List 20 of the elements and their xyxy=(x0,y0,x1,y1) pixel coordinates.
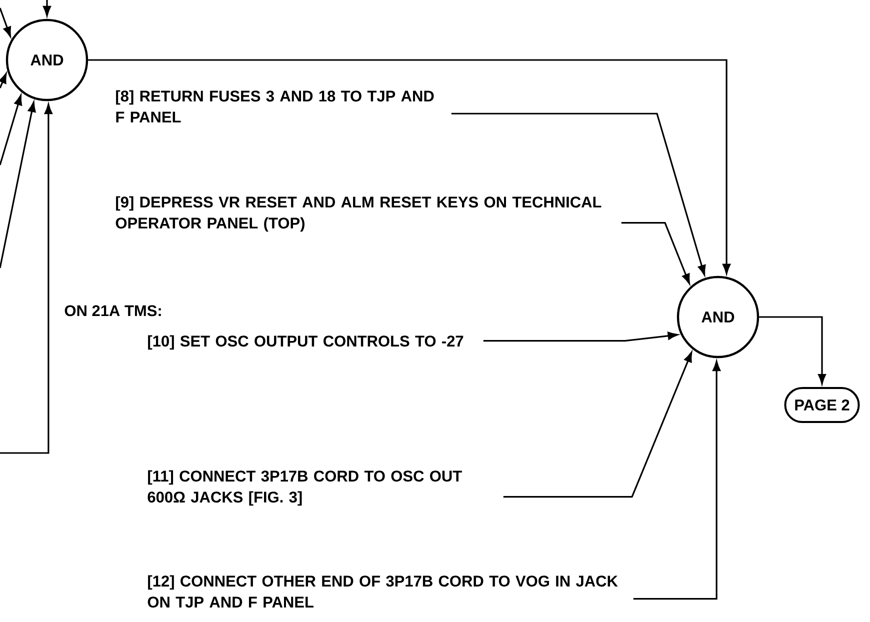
arrow xyxy=(0,95,22,166)
arrow xyxy=(43,0,51,16)
step-text: [9] DEPRESS VR RESET AND ALM RESET KEYS ON TECHNICAL OPERATOR PANEL (TOP) xyxy=(116,196,602,232)
heading-text: ON 21A TMS: xyxy=(64,305,161,316)
step-text: [10] SET OSC OUTPUT CONTROLS TO -27 xyxy=(148,335,464,350)
arrow xyxy=(621,222,690,284)
arrow xyxy=(451,112,706,276)
arrow xyxy=(0,8,12,37)
arrow xyxy=(503,352,692,498)
arrow xyxy=(483,332,678,342)
arrow xyxy=(0,73,7,88)
arrow xyxy=(0,102,36,268)
page-connector: PAGE 2 xyxy=(784,387,860,423)
arrow xyxy=(633,360,721,600)
step-text: [12] CONNECT OTHER END OF 3P17B CORD TO VOG IN JACK ON TJP AND F PANEL xyxy=(148,575,618,608)
arrow xyxy=(88,59,731,274)
step-text: [8] RETURN FUSES 3 AND 18 TO TJP AND F PANEL xyxy=(116,90,434,122)
arrow xyxy=(759,316,826,384)
step-text: [11] CONNECT 3P17B CORD TO OSC OUT 600Ω JACKS [FIG. 3] xyxy=(148,470,462,506)
arrow xyxy=(0,104,52,454)
